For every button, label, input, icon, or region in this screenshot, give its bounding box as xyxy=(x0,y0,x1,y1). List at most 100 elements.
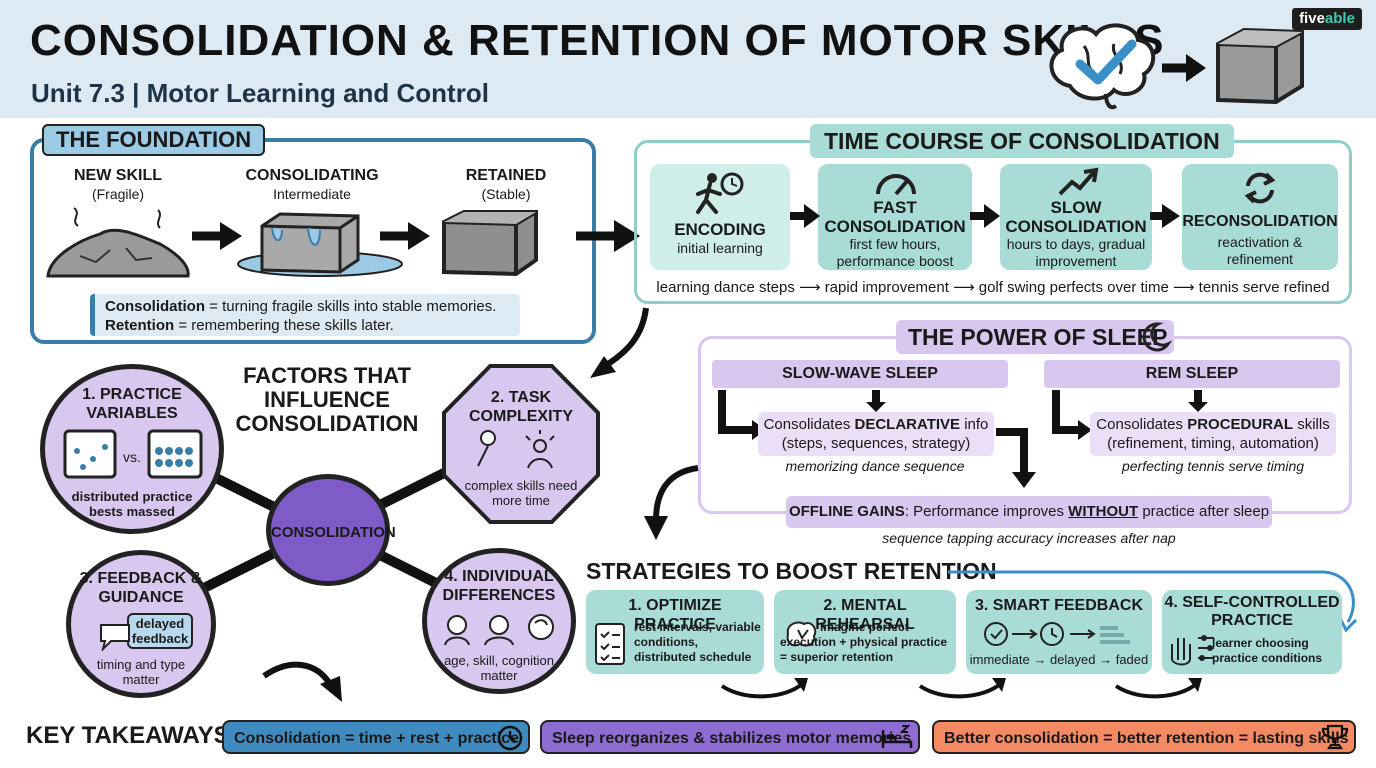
sws-prefix: Consolidates xyxy=(763,416,855,433)
melting-block-icon xyxy=(237,212,403,277)
stage-consolidating-title: CONSOLIDATING xyxy=(245,167,379,184)
curved-arrow-icon xyxy=(644,465,699,540)
people-icon xyxy=(444,614,554,646)
offline-gains-text-a: : Performance improves xyxy=(904,503,1069,520)
rem-detail: (refinement, timing, automation) xyxy=(1107,435,1319,452)
tc-example-line: learning dance steps ⟶ rapid improvement… xyxy=(656,279,1330,296)
strategies-heading: STRATEGIES TO BOOST RETENTION xyxy=(586,558,997,584)
tc-step-slow: SLOW CONSOLIDATION hours to days, gradua… xyxy=(1000,164,1152,270)
factors-center-label: CONSOLIDATION xyxy=(271,524,396,541)
sleep-heading-text: THE POWER OF SLEEP xyxy=(908,324,1168,350)
juggling-icon xyxy=(477,430,555,469)
sws-example: memorizing dance sequence xyxy=(785,458,965,474)
clock-icon xyxy=(497,725,523,751)
thinking-head-icon xyxy=(786,621,817,647)
speech-bubble-icon xyxy=(100,624,130,651)
stage-retained-note: (Stable) xyxy=(481,186,531,202)
foundation-definitions: Consolidation = turning fragile skills i… xyxy=(90,294,520,336)
strategy-feedback: 3. SMART FEEDBACK immediate → delayed → … xyxy=(966,590,1152,674)
tc-step-fast: FAST CONSOLIDATION first few hours, perf… xyxy=(818,164,972,270)
hand-sliders-icon xyxy=(1171,635,1214,666)
sleep-heading: THE POWER OF SLEEP xyxy=(896,320,1174,354)
rem-prefix: Consolidates xyxy=(1096,416,1188,433)
curved-arrow-icon xyxy=(918,678,1006,699)
sleep-rem-arrows xyxy=(1052,390,1208,440)
strategy-optimize: 1. OPTIMIZE PRACTICE rest intervals, var… xyxy=(586,590,764,674)
arrow-right-icon xyxy=(1150,204,1180,228)
feedback-timeline-icon xyxy=(984,622,1130,646)
factor-practice-vs: vs. xyxy=(123,449,141,465)
brain-check-icon xyxy=(1049,23,1155,110)
crumbling-pile-icon xyxy=(46,207,190,278)
factor-feedback-note: timing and type matter xyxy=(96,657,186,687)
curved-arrow-icon xyxy=(1114,678,1202,699)
factor-practice: 1. PRACTICE VARIABLES vs. distributed pr… xyxy=(40,364,224,534)
checklist-icon xyxy=(595,623,625,665)
takeaway-3-text: Better consolidation = better retention … xyxy=(944,730,1349,747)
strategy-optimize-desc: rest intervals, variable conditions, dis… xyxy=(634,620,761,664)
strategy-self-controlled-desc: learner choosing practice conditions xyxy=(1212,636,1323,665)
takeaways-heading: KEY TAKEAWAYS xyxy=(26,722,230,749)
factor-individual: 4. INDIVIDUAL DIFFERENCES age, skill, co… xyxy=(422,548,576,694)
tc-step-arrows xyxy=(790,204,1180,228)
header-illustration xyxy=(1049,23,1304,110)
factor-task-title: 2. TASK COMPLEXITY xyxy=(468,389,573,425)
tc-step-slow-title: SLOW CONSOLIDATION xyxy=(1005,198,1147,236)
foundation-panel xyxy=(30,138,596,344)
takeaway-2-text: Sleep reorganizes & stabilizes motor mem… xyxy=(552,730,912,747)
rem-box: Consolidates PROCEDURAL skills (refineme… xyxy=(1090,412,1336,456)
strategy-self-controlled: 4. SELF-CONTROLLED PRACTICE learner choo… xyxy=(1162,590,1342,674)
sws-detail: (steps, sequences, strategy) xyxy=(781,435,971,452)
brand-logo[interactable]: fiveable xyxy=(1292,8,1362,30)
time-course-heading: TIME COURSE OF CONSOLIDATION xyxy=(810,124,1234,158)
factors-connectors xyxy=(177,455,473,605)
trophy-icon xyxy=(1321,724,1349,750)
def-retention-text: = remembering these skills later. xyxy=(174,317,394,334)
stone-block-icon xyxy=(1216,27,1304,105)
takeaway-2: Sleep reorganizes & stabilizes motor mem… xyxy=(540,720,920,754)
refresh-icon xyxy=(1244,172,1276,204)
tc-step-encoding-desc: initial learning xyxy=(677,240,763,256)
tc-step-fast-title: FAST CONSOLIDATION xyxy=(824,198,966,236)
factor-feedback-title: 3. FEEDBACK & GUIDANCE xyxy=(79,570,203,606)
arrow-right-icon xyxy=(790,204,820,228)
arrow-right-icon xyxy=(970,204,1000,228)
offline-gains-without: WITHOUT xyxy=(1068,503,1139,520)
stage-new-skill-note: (Fragile) xyxy=(91,186,145,202)
factor-task: 2. TASK COMPLEXITY complex skills need m… xyxy=(446,368,596,520)
arrow-right-icon xyxy=(192,222,242,250)
factor-practice-note: distributed practice bests massed xyxy=(71,489,193,519)
rem-bold: PROCEDURAL xyxy=(1187,416,1294,433)
factor-task-note: complex skills need more time xyxy=(464,478,578,508)
offline-gains-text-b: practice after sleep xyxy=(1138,503,1270,520)
solid-block-icon xyxy=(442,210,538,277)
runner-clock-icon xyxy=(696,172,744,214)
bed-icon xyxy=(881,725,913,748)
def-retention-term: Retention xyxy=(105,317,175,334)
tc-step-fast-desc: first few hours, performance boost xyxy=(836,236,954,269)
strategy-mental-desc: imagine perfect execution + physical pra… xyxy=(780,620,948,664)
curved-arrow-icon xyxy=(262,661,342,702)
moon-icon xyxy=(1142,322,1172,352)
sws-label: SLOW-WAVE SLEEP xyxy=(712,360,1008,388)
tc-step-encoding-title: ENCODING xyxy=(674,220,766,239)
calendar-icon xyxy=(63,429,203,479)
page-title: CONSOLIDATION & RETENTION OF MOTOR SKILL… xyxy=(30,16,1165,65)
tc-step-reconsolidation-title: RECONSOLIDATION xyxy=(1182,213,1338,230)
foundation-illustration xyxy=(46,207,538,278)
strategy-feedback-desc: immediate → delayed → faded xyxy=(969,652,1149,667)
stage-consolidating-note: Intermediate xyxy=(273,186,351,202)
strategy-arrows xyxy=(720,678,1202,699)
strategy-feedback-title: 3. SMART FEEDBACK xyxy=(974,597,1143,614)
foundation-heading: THE FOUNDATION xyxy=(42,124,266,156)
takeaway-1-text: Consolidation = time + rest + practice xyxy=(234,730,519,747)
offline-gains-box: OFFLINE GAINS: Performance improves WITH… xyxy=(786,496,1272,528)
arrow-right-icon xyxy=(380,222,430,250)
offline-gains-example: sequence tapping accuracy increases afte… xyxy=(882,530,1176,546)
tc-step-reconsolidation: RECONSOLIDATION reactivation & refinemen… xyxy=(1182,164,1338,270)
trend-up-icon xyxy=(1058,167,1099,196)
strategy-self-controlled-title: 4. SELF-CONTROLLED PRACTICE xyxy=(1164,594,1340,629)
def-consolidation-term: Consolidation xyxy=(105,298,205,315)
rem-example: perfecting tennis serve timing xyxy=(1121,458,1305,474)
arrow-right-icon xyxy=(1162,54,1206,82)
